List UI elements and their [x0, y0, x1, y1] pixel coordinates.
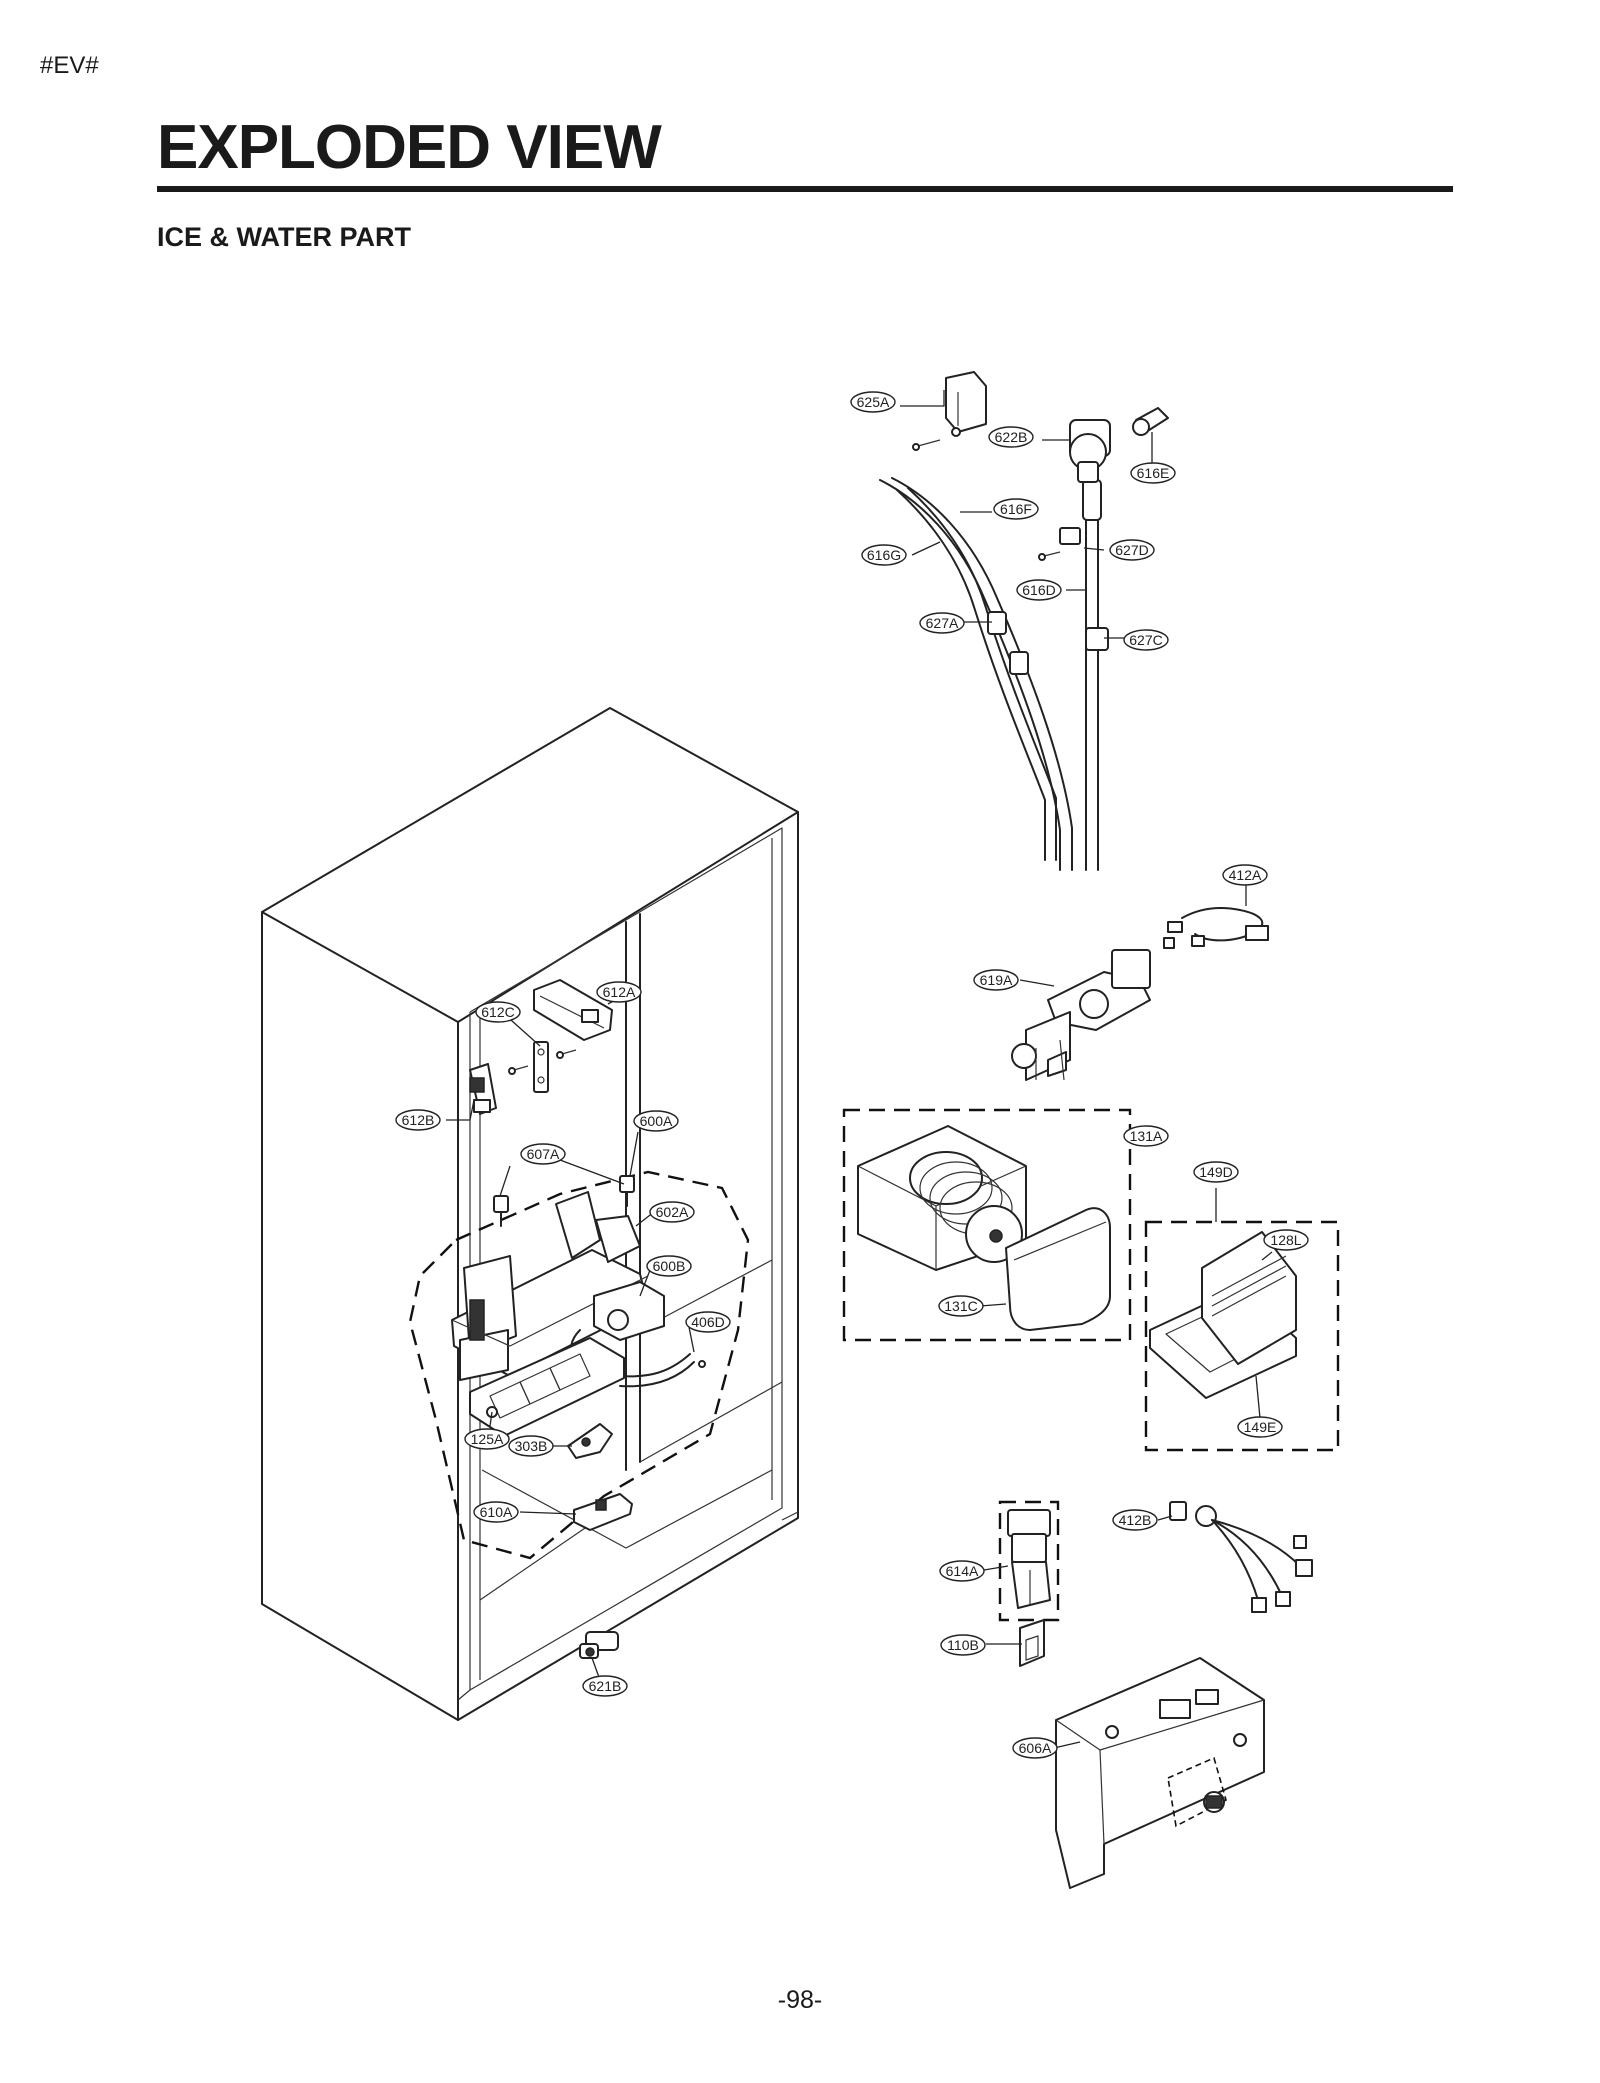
callout-label: 110B — [947, 1637, 979, 1653]
heater-406d — [619, 1353, 695, 1388]
callout-616f: 616F — [993, 498, 1039, 520]
callout-label: 412B — [1119, 1512, 1152, 1528]
callout-label: 625A — [857, 394, 890, 410]
callout-label: 412A — [1229, 867, 1262, 883]
callout-label: 616G — [867, 547, 901, 563]
water-tubes — [879, 477, 1109, 871]
callout-600b: 600B — [646, 1255, 692, 1277]
callout-131c: 131C — [938, 1295, 984, 1317]
callout-125a: 125A — [464, 1428, 510, 1450]
bracket-612b — [469, 1063, 497, 1115]
callout-label: 622B — [995, 429, 1028, 445]
callout-label: 128L — [1270, 1232, 1301, 1248]
callout-label: 627D — [1115, 542, 1148, 558]
leader-lines — [446, 390, 1273, 1749]
bracket-612c — [533, 1041, 549, 1093]
callout-label: 619A — [980, 972, 1013, 988]
callout-625a: 625A — [850, 391, 896, 413]
callout-label: 616D — [1022, 582, 1055, 598]
callout-label: 406D — [691, 1314, 724, 1330]
callout-label: 131A — [1130, 1128, 1163, 1144]
wire-harness-412a — [1163, 907, 1269, 949]
callout-406d: 406D — [685, 1311, 731, 1333]
callout-label: 600B — [653, 1258, 686, 1274]
callout-627a: 627A — [919, 612, 965, 634]
solenoid-614a — [1007, 1509, 1051, 1609]
fitting-621b — [579, 1631, 619, 1659]
bracket-612a — [533, 979, 613, 1041]
section-subtitle: ICE & WATER PART — [157, 222, 411, 252]
callout-303b: 303B — [508, 1435, 554, 1457]
refrigerator-cabinet — [261, 707, 799, 1721]
callout-label: 607A — [527, 1146, 560, 1162]
callout-label: 125A — [471, 1431, 504, 1447]
callout-412b: 412B — [1112, 1509, 1158, 1531]
dispenser-frame-149d — [1149, 1231, 1297, 1399]
screws-607a — [493, 1175, 635, 1227]
callout-627c: 627C — [1123, 629, 1169, 651]
callout-128l: 128L — [1263, 1229, 1309, 1251]
callout-label: 610A — [480, 1504, 513, 1520]
water-valve-619a — [1011, 949, 1151, 1081]
page-number: -98- — [777, 1986, 823, 2014]
callout-label: 627C — [1129, 632, 1162, 648]
pin-616e — [1132, 407, 1169, 436]
fitting-622b — [1069, 419, 1111, 483]
callout-610a: 610A — [473, 1501, 519, 1523]
page-tag: #EV# — [40, 52, 99, 79]
callout-label: 131C — [944, 1298, 977, 1314]
callout-label: 612B — [402, 1112, 435, 1128]
callout-602a: 602A — [649, 1201, 695, 1223]
callout-label: 600A — [640, 1113, 673, 1129]
callout-label: 612A — [603, 984, 636, 1000]
page-title: EXPLODED VIEW — [157, 113, 662, 182]
ice-bucket-131a — [857, 1125, 1111, 1331]
callout-131a: 131A — [1123, 1125, 1169, 1147]
callout-label: 621B — [589, 1678, 622, 1694]
callout-110b: 110B — [940, 1634, 986, 1656]
dispenser-housing-606a — [1055, 1657, 1265, 1889]
callout-627d: 627D — [1109, 539, 1155, 561]
callout-label: 627A — [926, 615, 959, 631]
callout-label: 616E — [1137, 465, 1170, 481]
callout-612a: 612A — [596, 981, 642, 1003]
callout-612c: 612C — [475, 1001, 521, 1023]
callout-label: 614A — [946, 1563, 979, 1579]
callout-label: 149E — [1244, 1419, 1277, 1435]
callout-layer: 625A 622B 616E 616F 616G 627D 616D 627A 627C 412A… — [395, 391, 1309, 1759]
callout-label: 606A — [1019, 1740, 1052, 1756]
motor-600b — [570, 1281, 665, 1359]
callout-600a: 600A — [633, 1110, 679, 1132]
callout-612b: 612B — [395, 1109, 441, 1131]
callout-606a: 606A — [1012, 1737, 1058, 1759]
callout-149e: 149E — [1237, 1416, 1283, 1438]
callout-label: 602A — [656, 1204, 689, 1220]
wire-harness-412b — [1169, 1501, 1313, 1613]
callout-614a: 614A — [939, 1560, 985, 1582]
callout-149d: 149D — [1193, 1161, 1239, 1183]
callout-616g: 616G — [861, 544, 907, 566]
callout-label: 149D — [1199, 1164, 1232, 1180]
callout-label: 612C — [481, 1004, 514, 1020]
callout-621b: 621B — [582, 1675, 628, 1697]
callout-622b: 622B — [988, 426, 1034, 448]
callout-607a: 607A — [520, 1143, 566, 1165]
title-rule — [157, 186, 1453, 192]
callout-616d: 616D — [1016, 579, 1062, 601]
part-303b — [567, 1423, 613, 1459]
callout-label: 616F — [1000, 501, 1032, 517]
callout-619a: 619A — [973, 969, 1019, 991]
ice-maker-602a — [451, 1191, 649, 1381]
callout-label: 303B — [515, 1438, 548, 1454]
clip-110b — [1019, 1619, 1045, 1667]
callout-616e: 616E — [1130, 462, 1176, 484]
bracket-625a — [912, 371, 987, 451]
part-610a — [573, 1493, 633, 1531]
callout-412a: 412A — [1222, 864, 1268, 886]
